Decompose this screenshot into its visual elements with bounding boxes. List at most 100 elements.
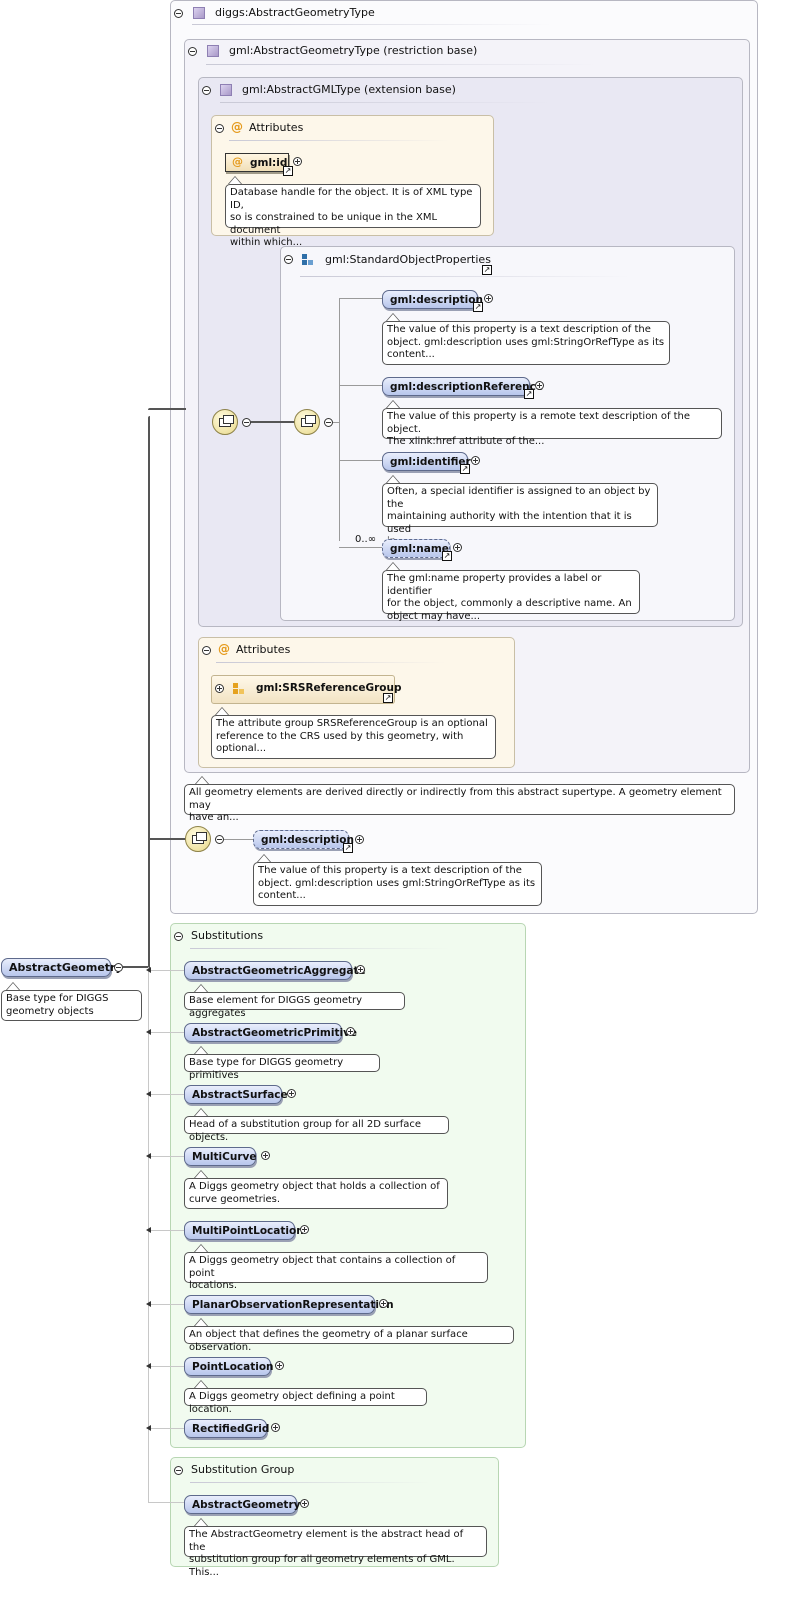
collapse-icon[interactable] [174, 9, 183, 18]
collapse-icon[interactable] [174, 932, 183, 941]
expand-icon[interactable] [471, 456, 480, 465]
substitution-group-head[interactable]: AbstractGeometry [184, 1495, 300, 1514]
root-doc: Base type for DIGGS geometry objects [1, 990, 142, 1021]
substitution-item[interactable]: AbstractGeometricAggregate [184, 961, 366, 980]
doc-pointer [194, 984, 208, 992]
element-gml-name[interactable]: gml:name [382, 539, 450, 558]
occurrence-label: 0..∞ [355, 534, 377, 545]
substitution-doc: An object that defines the geometry of a… [184, 1326, 514, 1353]
expand-icon[interactable] [287, 1089, 296, 1098]
arrow-icon [146, 1425, 151, 1431]
link-arrow-icon[interactable]: ↗ [524, 389, 534, 399]
link-arrow-icon[interactable]: ↗ [482, 265, 492, 275]
doc-pointer [386, 313, 400, 321]
doc-pointer [194, 1380, 208, 1388]
collapse-icon[interactable] [324, 418, 333, 427]
expand-icon[interactable] [453, 543, 462, 552]
connector [150, 838, 186, 840]
expand-icon[interactable] [300, 1225, 309, 1234]
substitution-doc: Base element for DIGGS geometry aggregat… [184, 992, 405, 1019]
element-doc: The value of this property is a text des… [253, 862, 542, 906]
doc-pointer [194, 1518, 208, 1526]
arrow-icon [146, 1363, 151, 1369]
expand-icon[interactable] [346, 1027, 355, 1036]
attributes-title: Attributes [249, 121, 304, 134]
doc-pointer [257, 854, 271, 862]
element-gml-description-extra[interactable]: gml:description [253, 830, 354, 849]
link-arrow-icon[interactable]: ↗ [283, 166, 293, 176]
link-arrow-icon[interactable]: ↗ [473, 302, 483, 312]
substitution-item[interactable]: MultiPointLocation [184, 1221, 304, 1240]
type-panel-title: diggs:AbstractGeometryType [215, 6, 375, 19]
substitution-doc: Base type for DIGGS geometry primitives [184, 1054, 380, 1081]
element-doc: The gml:name property provides a label o… [382, 570, 640, 622]
collapse-icon[interactable] [202, 86, 211, 95]
link-arrow-icon[interactable]: ↗ [460, 464, 470, 474]
extension-title: gml:AbstractGMLType (extension base) [242, 83, 456, 96]
connector [148, 416, 150, 967]
collapse-icon[interactable] [174, 1466, 183, 1475]
group-doc: The attribute group SRSReferenceGroup is… [211, 715, 496, 759]
doc-pointer [386, 475, 400, 483]
complex-type-icon [207, 45, 219, 57]
substitution-item[interactable]: AbstractGeometricPrimitive [184, 1023, 357, 1042]
collapse-icon[interactable] [215, 124, 224, 133]
expand-icon[interactable] [300, 1499, 309, 1508]
element-doc: The value of this property is a text des… [382, 321, 670, 365]
collapse-icon[interactable] [202, 646, 211, 655]
doc-pointer [6, 982, 20, 990]
expand-icon[interactable] [535, 381, 544, 390]
arrow-icon [146, 1091, 151, 1097]
link-arrow-icon[interactable]: ↗ [343, 843, 353, 853]
element-gml-identifier[interactable]: gml:identifier [382, 452, 471, 471]
at-sign-icon: @ [218, 642, 230, 656]
doc-pointer [194, 1046, 208, 1054]
sequence-compositor-icon[interactable] [185, 826, 211, 852]
substitution-item[interactable]: MultiCurve [184, 1147, 256, 1166]
collapse-icon[interactable] [284, 255, 293, 264]
expand-icon[interactable] [293, 157, 302, 166]
substitutions-title: Substitutions [191, 929, 264, 942]
group-icon [301, 253, 315, 267]
group-icon [232, 682, 246, 696]
connector [251, 421, 295, 423]
arrow-icon [146, 1153, 151, 1159]
collapse-icon[interactable] [114, 963, 123, 972]
expand-icon[interactable] [275, 1361, 284, 1370]
arrow-icon [146, 1301, 151, 1307]
connector [150, 408, 186, 410]
substitution-item[interactable]: PointLocation [184, 1357, 274, 1376]
attribute-gml-id[interactable]: gml:id [225, 153, 289, 172]
substitution-item[interactable]: RectifiedGrid [184, 1419, 269, 1438]
expand-icon[interactable] [379, 1299, 388, 1308]
collapse-icon[interactable] [242, 418, 251, 427]
substitution-doc: A Diggs geometry object that holds a col… [184, 1178, 448, 1209]
root-element[interactable]: AbstractGeometry [1, 958, 123, 977]
attribute-doc: Database handle for the object. It is of… [225, 184, 481, 248]
expand-icon[interactable] [484, 294, 493, 303]
substitution-group-title: Substitution Group [191, 1463, 295, 1476]
substitution-item[interactable]: AbstractSurface [184, 1085, 288, 1104]
sequence-compositor-icon[interactable] [212, 409, 238, 435]
expand-icon[interactable] [215, 684, 224, 693]
substitution-group-doc: The AbstractGeometry element is the abst… [184, 1526, 487, 1578]
element-gml-descriptionreference[interactable]: gml:descriptionReference [382, 377, 543, 396]
expand-icon[interactable] [271, 1423, 280, 1432]
expand-icon[interactable] [355, 835, 364, 844]
type-doc: All geometry elements are derived direct… [184, 784, 735, 823]
expand-icon[interactable] [356, 965, 365, 974]
expand-icon[interactable] [261, 1151, 270, 1160]
complex-type-icon [220, 84, 232, 96]
element-gml-description[interactable]: gml:description [382, 290, 483, 309]
doc-pointer [386, 562, 400, 570]
element-doc: Often, a special identifier is assigned … [382, 483, 658, 547]
connector [123, 966, 150, 968]
link-arrow-icon[interactable]: ↗ [383, 693, 393, 703]
doc-pointer [194, 1244, 208, 1252]
collapse-icon[interactable] [188, 47, 197, 56]
substitution-item[interactable]: PlanarObservationRepresentation [184, 1295, 394, 1314]
sequence-compositor-icon[interactable] [294, 409, 320, 435]
doc-pointer [386, 400, 400, 408]
link-arrow-icon[interactable]: ↗ [442, 551, 452, 561]
collapse-icon[interactable] [215, 835, 224, 844]
